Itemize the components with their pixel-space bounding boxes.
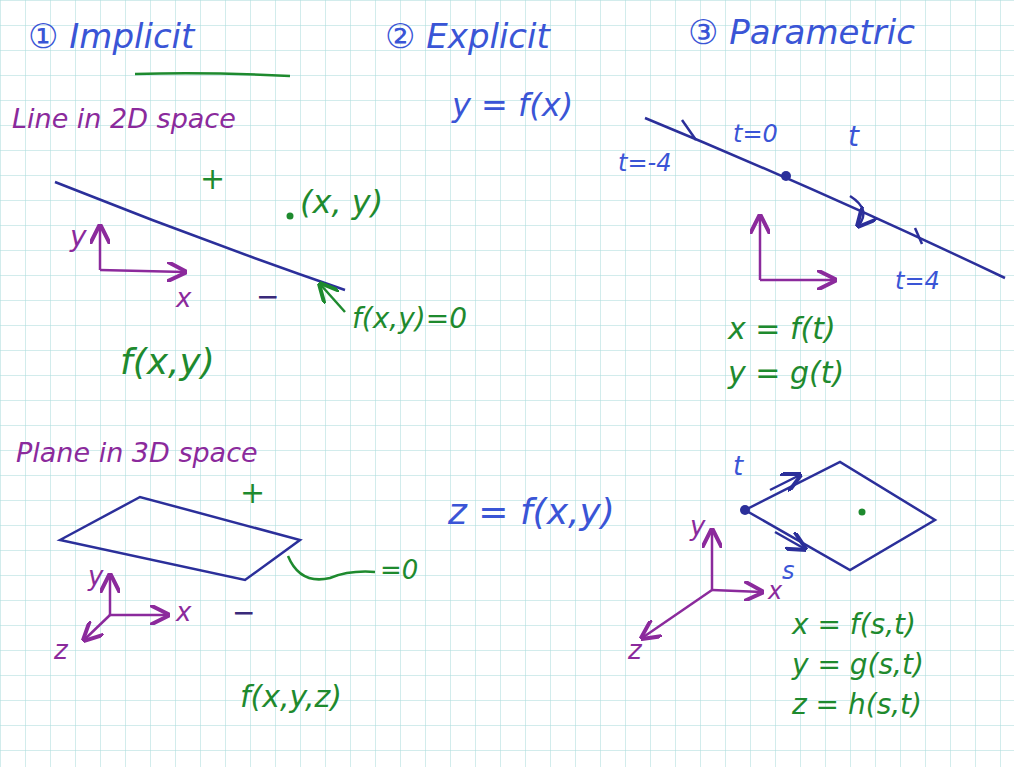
point [740,505,750,515]
formula: y = g(t) [728,356,844,389]
formula: y = g(s,t) [792,650,924,681]
formula: f(x,y)=0 [352,304,467,335]
t-direction [770,475,800,490]
y-axis [759,216,762,280]
axis-label: y [70,222,87,253]
heading: ③ Parametric [688,14,915,51]
formula: x = f(t) [728,312,836,345]
axis-label: y [88,562,103,591]
section-title: Line in 2D space [12,104,236,134]
plane-outline [745,462,935,570]
sign-mark: + [200,162,225,195]
s-direction [775,532,805,549]
axis-label: x [176,598,191,627]
axis-label: y [690,512,705,541]
formula: x = f(s,t) [792,610,916,641]
sign-mark: − [256,282,279,313]
axis-label: z [54,636,68,665]
point [287,213,294,220]
tick [682,120,696,140]
formula: y = f(x) [452,88,573,123]
formula: z = f(x,y) [448,492,615,532]
section-title: Plane in 3D space [16,438,258,468]
tick [915,228,922,244]
sign-mark: + [240,476,265,509]
direction-arrow [850,196,863,226]
point [859,509,866,516]
parameter-label: t=0 [733,121,778,147]
formula: =0 [380,556,418,585]
point [781,171,791,181]
x-axis [712,590,762,592]
formula: f(x,y,z) [240,680,342,713]
y-axis [711,530,714,590]
axis-label: z [628,636,642,665]
x-axis [100,270,185,272]
parameter-label: t=-4 [618,150,671,176]
parameter-label: t [733,452,743,481]
axis-label: x [176,284,191,313]
point-label: (x, y) [300,185,383,220]
x-axis [110,614,168,617]
heading: ① Implicit [28,18,194,55]
z-axis [642,590,712,638]
formula: f(x,y) [120,342,215,382]
param-line [645,118,1005,278]
heading: ② Explicit [385,18,550,55]
z-axis [84,615,110,640]
y-axis [109,575,112,615]
underline [135,73,290,76]
sign-mark: − [232,598,255,629]
leader-arrow [320,284,345,312]
y-axis [99,226,102,270]
formula: z = h(s,t) [792,690,922,721]
parameter-label: t=4 [895,268,940,294]
leader-line [288,556,375,579]
parameter-label: t [848,122,859,153]
axis-label: x [768,578,782,604]
x-axis [760,279,835,282]
parameter-label: s [782,558,795,584]
